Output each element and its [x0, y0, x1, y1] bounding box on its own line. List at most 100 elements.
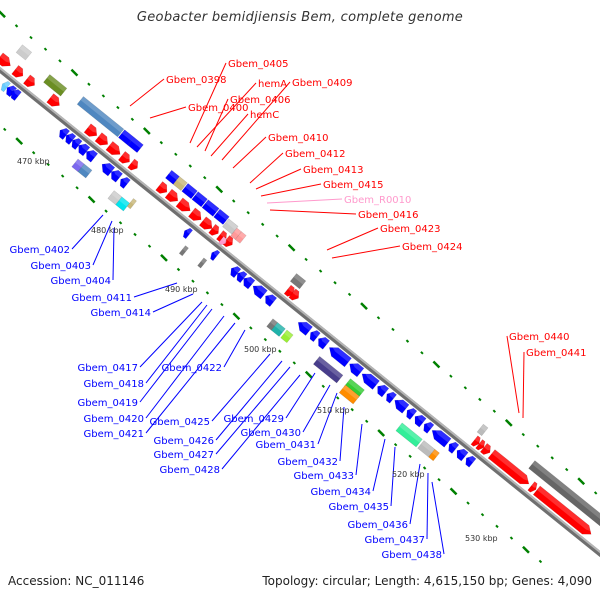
tick — [275, 234, 279, 238]
tick — [492, 409, 497, 413]
forward-gene-5 — [94, 132, 110, 146]
forward-box-8 — [191, 191, 208, 208]
leader-line — [149, 106, 187, 119]
tick — [147, 244, 152, 248]
forward-gene-4 — [83, 123, 99, 137]
tick — [58, 59, 62, 63]
reverse-gene-28 — [414, 414, 427, 428]
forward-gene-19 — [470, 435, 481, 447]
leader-line — [302, 384, 331, 433]
label-gbem_0429: Gbem_0429 — [224, 414, 284, 425]
label-gbem_0413: Gbem_0413 — [303, 165, 363, 176]
leader-line — [317, 392, 338, 445]
forward-box-14 — [289, 273, 307, 290]
reverse-gene-25 — [386, 391, 397, 404]
leader-line — [145, 322, 236, 434]
leader-line — [112, 227, 115, 281]
forward-gene-20 — [475, 439, 486, 451]
forward-gene-11 — [175, 197, 193, 212]
reverse-gene-20 — [318, 336, 331, 350]
tick — [393, 442, 398, 447]
forward-gene-22 — [487, 449, 531, 485]
reverse-gene-31 — [448, 441, 460, 454]
tick — [336, 396, 340, 400]
label-gbem_0420: Gbem_0420 — [84, 414, 144, 425]
label-gbem_0441: Gbem_0441 — [526, 348, 586, 359]
tick — [449, 374, 453, 378]
label-gbem_0417: Gbem_0417 — [78, 363, 138, 374]
leader-line — [133, 282, 178, 298]
reverse-box-9 — [280, 329, 294, 344]
leader-line — [522, 351, 525, 419]
label-gbem_0431: Gbem_0431 — [256, 440, 316, 451]
reverse-gene-32 — [456, 448, 469, 462]
tick — [292, 361, 297, 365]
leader-line — [215, 360, 283, 441]
topology-text: Topology: circular; Length: 4,615,150 bp… — [262, 574, 592, 588]
leader-line — [189, 62, 227, 144]
leader-line — [269, 209, 357, 215]
tick — [593, 491, 598, 495]
label-gbem_0411: Gbem_0411 — [72, 293, 132, 304]
leader-line — [221, 81, 291, 161]
reverse-gene-33 — [465, 455, 477, 468]
label-gbem_0433: Gbem_0433 — [294, 471, 354, 482]
tick — [70, 68, 79, 77]
label-gbem_0410: Gbem_0410 — [268, 133, 328, 144]
tick — [205, 291, 210, 295]
tick — [29, 35, 33, 40]
label-gbem_0427: Gbem_0427 — [154, 450, 214, 461]
forward-gene-2 — [22, 74, 37, 88]
label-gbem_0426: Gbem_0426 — [154, 436, 214, 447]
reverse-gene-9 — [111, 169, 123, 183]
tick — [360, 302, 368, 310]
forward-gene-6 — [105, 141, 123, 156]
tick — [304, 257, 308, 262]
reverse-gene-2 — [10, 89, 22, 102]
tick — [0, 10, 6, 19]
reverse-gene-13 — [230, 266, 242, 279]
label-hemc: hemC — [250, 110, 279, 121]
tick — [466, 501, 470, 505]
tick — [321, 384, 325, 388]
tick — [203, 175, 207, 180]
label-gbem_0405: Gbem_0405 — [228, 59, 288, 70]
tick — [118, 221, 123, 225]
tick — [246, 210, 250, 215]
tick — [14, 24, 19, 28]
tick — [550, 456, 554, 460]
leader-line — [285, 372, 316, 419]
forward-gene-13 — [198, 216, 214, 230]
reverse-gene-26 — [394, 397, 410, 414]
tick — [116, 105, 120, 110]
label-gbem_0402: Gbem_0402 — [10, 245, 70, 256]
leader-line — [266, 198, 343, 204]
leader-line — [426, 472, 429, 540]
kbp-label: 500 kbp — [244, 345, 277, 354]
forward-gene-0 — [0, 52, 13, 67]
kbp-label: 530 kbp — [465, 534, 498, 543]
forward-box-10 — [213, 208, 230, 225]
tick — [174, 152, 178, 157]
accession-text: Accession: NC_011146 — [8, 574, 145, 588]
tick — [376, 316, 381, 320]
reverse-gene-4 — [65, 133, 77, 145]
tick — [176, 267, 181, 272]
tick — [232, 199, 236, 203]
reverse-gene-18 — [297, 320, 313, 336]
leader-line — [409, 463, 421, 525]
tick — [536, 444, 540, 448]
tick — [104, 209, 108, 213]
leader-line — [204, 98, 229, 152]
label-gbem_0403: Gbem_0403 — [31, 261, 91, 272]
label-gbem_0414: Gbem_0414 — [91, 308, 151, 319]
forward-box-16 — [528, 460, 600, 570]
tick — [304, 370, 313, 379]
tick — [278, 349, 282, 353]
forward-box-6 — [172, 176, 188, 191]
leader-line — [211, 353, 271, 422]
forward-box-7 — [181, 183, 198, 200]
label-hema: hemA — [258, 79, 287, 90]
